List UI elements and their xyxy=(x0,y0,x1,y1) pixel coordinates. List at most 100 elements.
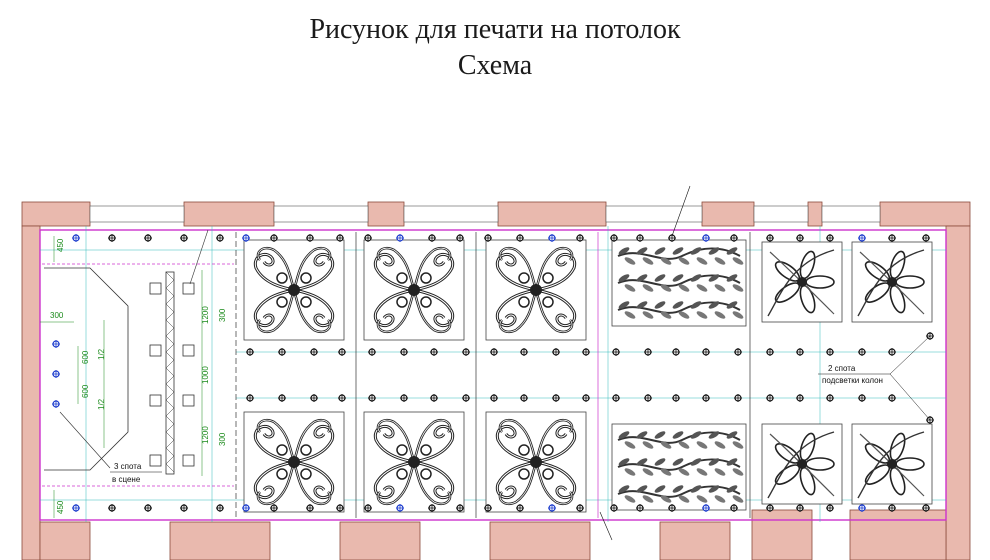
spot-light-icon xyxy=(456,504,464,512)
spot-light-icon xyxy=(888,348,896,356)
dim-label: 1200 xyxy=(201,426,210,444)
stage-spots-label: в сцене xyxy=(112,475,141,484)
spot-light-icon xyxy=(636,504,644,512)
spot-light-icon xyxy=(242,504,250,512)
spot-light-icon xyxy=(922,234,930,242)
dim-label: 1/2 xyxy=(97,398,106,410)
spot-light-icon xyxy=(826,348,834,356)
spot-light-icon xyxy=(490,394,498,402)
dim-label: 450 xyxy=(56,500,65,514)
ornament-panel-floral xyxy=(761,241,843,323)
dim-label: 300 xyxy=(50,311,64,320)
spot-light-icon xyxy=(552,348,560,356)
wall-bottom-segment xyxy=(489,521,591,560)
spot-light-icon xyxy=(576,234,584,242)
spot-light-icon xyxy=(430,348,438,356)
wall-bottom-segment xyxy=(169,521,271,560)
section-dividers xyxy=(42,232,751,518)
spot-light-icon xyxy=(338,394,346,402)
spot-light-icon xyxy=(52,400,60,408)
walls xyxy=(21,201,971,560)
spot-light-icon xyxy=(278,348,286,356)
stage-spots-label: 3 спота xyxy=(114,462,142,471)
spot-light-icon xyxy=(672,348,680,356)
spot-light-icon xyxy=(610,234,618,242)
ceiling-outline xyxy=(39,229,947,521)
spot-light-icon xyxy=(216,234,224,242)
spot-light-icon xyxy=(428,234,436,242)
spot-light-icon xyxy=(270,504,278,512)
spot-light-icon xyxy=(246,394,254,402)
spot-light-icon xyxy=(462,394,470,402)
spot-light-icon xyxy=(730,234,738,242)
spot-light-icon xyxy=(796,234,804,242)
wall-top-segment xyxy=(21,201,91,227)
spot-light-icon xyxy=(396,504,404,512)
page-subtitle: Схема xyxy=(457,50,533,81)
spot-light-icon xyxy=(766,348,774,356)
spot-light-icon xyxy=(888,504,896,512)
spot-light-icon xyxy=(702,394,710,402)
spot-light-icon xyxy=(52,340,60,348)
spot-light-icon xyxy=(612,348,620,356)
spot-light-icon xyxy=(364,234,372,242)
spot-light-icon xyxy=(108,234,116,242)
spot-light-icon xyxy=(72,504,80,512)
spot-light-icon xyxy=(826,234,834,242)
spot-light-icon xyxy=(462,348,470,356)
dim-label: 300 xyxy=(218,308,227,322)
ornament-panel-floral xyxy=(761,423,843,505)
spot-light-icon xyxy=(644,348,652,356)
spot-light-icon xyxy=(336,504,344,512)
spot-light-icon xyxy=(108,504,116,512)
spot-light-icon xyxy=(610,504,618,512)
dim-label: 600 xyxy=(81,350,90,364)
column-spots-label: 2 спота xyxy=(828,364,856,373)
wall-top-segment xyxy=(701,201,755,227)
spot-light-icon xyxy=(858,234,866,242)
spot-light-icon xyxy=(180,234,188,242)
spot-light-icon xyxy=(306,504,314,512)
spot-light-icon xyxy=(636,234,644,242)
spot-light-icon xyxy=(216,504,224,512)
window-openings xyxy=(89,205,881,223)
wall-top-segment xyxy=(807,201,823,227)
left-dimensions: 450 300 600 600 1/2 1/2 450 xyxy=(40,236,106,518)
spot-light-icon xyxy=(242,234,250,242)
spot-light-icon xyxy=(144,504,152,512)
spot-light-icon xyxy=(306,234,314,242)
spot-light-icon xyxy=(490,348,498,356)
spot-light-icon xyxy=(310,394,318,402)
spot-light-icon xyxy=(888,394,896,402)
spot-light-icon xyxy=(368,394,376,402)
spot-light-icon xyxy=(484,234,492,242)
spot-light-icon xyxy=(796,394,804,402)
spot-light-icon xyxy=(520,394,528,402)
spot-light-icon xyxy=(368,348,376,356)
column-spots-label: подсветки колон xyxy=(822,376,883,385)
spot-light-icon xyxy=(796,348,804,356)
spot-light-icon xyxy=(672,394,680,402)
wall-bottom-segment xyxy=(339,521,421,560)
spot-light-icon xyxy=(400,394,408,402)
ornament-panel-scroll-ornament xyxy=(485,411,587,513)
spot-light-icon xyxy=(456,234,464,242)
ornament-panel-scroll-ornament xyxy=(363,411,465,513)
title-block: Рисунок для печати на потолок Схема xyxy=(0,12,990,84)
spot-light-icon xyxy=(644,394,652,402)
spot-light-icon xyxy=(270,234,278,242)
spot-light-icon xyxy=(858,394,866,402)
spot-light-icon xyxy=(336,234,344,242)
wall-top-segment xyxy=(183,201,275,227)
wall-left xyxy=(21,225,41,560)
spot-light-icon xyxy=(858,504,866,512)
spot-light-icon xyxy=(396,234,404,242)
ornament-panel-scroll-ornament xyxy=(485,239,587,341)
spot-light-icon xyxy=(582,394,590,402)
wall-bottom-segment xyxy=(751,509,813,560)
spot-lights xyxy=(52,234,934,512)
stage xyxy=(44,229,209,475)
spot-light-icon xyxy=(310,348,318,356)
spot-light-icon xyxy=(796,504,804,512)
spot-light-icon xyxy=(766,394,774,402)
